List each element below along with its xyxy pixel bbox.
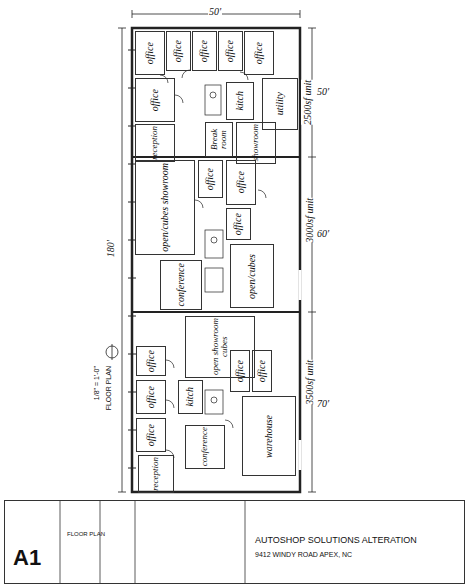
dimension: 70' bbox=[316, 398, 330, 409]
room-label: utility bbox=[275, 92, 286, 115]
room: office bbox=[136, 380, 166, 414]
plan-note: FLOOR PLAN bbox=[104, 366, 113, 410]
plan-note: 1/8" = 1'-0" bbox=[92, 366, 101, 400]
room: office bbox=[136, 346, 166, 376]
room-label: office bbox=[146, 424, 157, 446]
room-label: office bbox=[233, 213, 244, 235]
room-label: office bbox=[150, 89, 161, 111]
dimension: 3000sf unit bbox=[303, 198, 316, 243]
room: office bbox=[198, 160, 223, 198]
room-label: office bbox=[257, 360, 268, 382]
walls bbox=[106, 10, 316, 492]
room-label: warehouse bbox=[264, 415, 275, 458]
title-text: AUTOSHOP SOLUTIONS ALTERATION bbox=[255, 535, 417, 545]
dimension: 50' bbox=[316, 86, 330, 97]
room: office bbox=[252, 350, 272, 392]
room: office bbox=[135, 78, 175, 122]
room-label: reception bbox=[150, 126, 159, 160]
room-label: office bbox=[145, 42, 156, 64]
room: kitch bbox=[178, 380, 203, 414]
room-label: kitch bbox=[235, 91, 246, 110]
room-label: kitch bbox=[185, 387, 196, 406]
room-label: office bbox=[173, 40, 184, 62]
room: reception bbox=[135, 124, 175, 162]
title-block: A1 FLOOR PLAN AUTOSHOP SOLUTIONS ALTERATIO… bbox=[4, 500, 465, 584]
room: Break room bbox=[205, 122, 233, 157]
room: open/cubes showroom bbox=[135, 160, 195, 255]
room: office bbox=[244, 31, 274, 75]
room: kitch bbox=[226, 82, 254, 120]
room: conference bbox=[160, 260, 202, 310]
room: open/cubes bbox=[230, 244, 274, 308]
room-label: Break room bbox=[210, 123, 229, 156]
room: office bbox=[192, 31, 217, 71]
room: reception bbox=[138, 455, 174, 493]
room: office bbox=[226, 208, 251, 240]
room: conference bbox=[185, 425, 225, 469]
title-text: FLOOR PLAN bbox=[67, 531, 105, 537]
room-label: conference bbox=[200, 427, 209, 466]
room-label: reception bbox=[151, 457, 160, 491]
room: office bbox=[226, 160, 256, 205]
title-text: A1 bbox=[13, 545, 41, 571]
title-text: 9412 WINDY ROAD APEX, NC bbox=[255, 551, 365, 558]
room-label: office bbox=[146, 350, 157, 372]
room: office bbox=[135, 31, 165, 75]
room-label: conference bbox=[176, 263, 187, 307]
dimension: 50' bbox=[208, 6, 222, 17]
room-label: showroom bbox=[251, 124, 260, 161]
room-label: office bbox=[254, 42, 265, 64]
room-label: open/cubes bbox=[247, 254, 258, 299]
room-label: office bbox=[236, 171, 247, 193]
room: warehouse bbox=[242, 396, 296, 476]
room-label: open showroom cubes bbox=[211, 317, 230, 377]
dimension: 2500sf unit bbox=[301, 80, 314, 125]
room-label: office bbox=[225, 40, 236, 62]
room: office bbox=[166, 31, 191, 71]
room: showroom bbox=[236, 122, 276, 164]
room-label: office bbox=[235, 360, 246, 382]
room: office bbox=[136, 418, 166, 452]
dimension: 3500sf unit bbox=[303, 360, 316, 405]
room-label: office bbox=[146, 386, 157, 408]
room: office bbox=[218, 31, 243, 71]
room-label: office bbox=[199, 40, 210, 62]
room: office bbox=[230, 350, 250, 392]
room-label: office bbox=[205, 168, 216, 190]
room-label: open/cubes showroom bbox=[160, 163, 171, 252]
dimension: 60' bbox=[316, 228, 330, 239]
dimension: 180' bbox=[104, 240, 117, 257]
